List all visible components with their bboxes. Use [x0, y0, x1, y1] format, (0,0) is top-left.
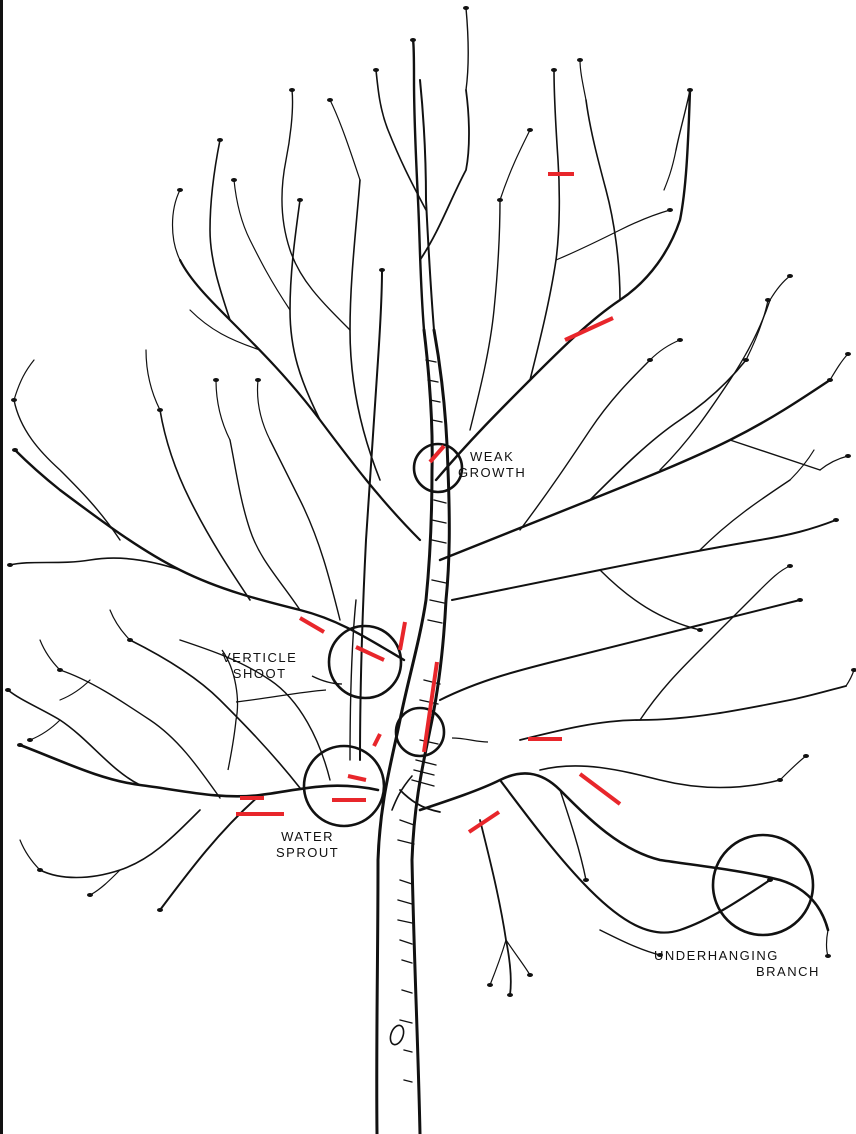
cut-mark	[580, 774, 620, 804]
weak-growth-label-line1: WEAK	[458, 449, 526, 465]
cut-mark	[356, 647, 384, 660]
verticle-shoot-label-line1: VERTICLE	[222, 650, 297, 666]
underhanging-branch-label-line1: UNDERHANGING	[654, 948, 820, 964]
water-sprout-label: WATER SPROUT	[276, 829, 339, 861]
left-edge-strip	[0, 0, 3, 1134]
verticle-shoot-label: VERTICLE SHOOT	[222, 650, 297, 682]
cut-mark	[374, 734, 380, 746]
cut-mark	[300, 618, 324, 632]
water-sprout-label-line2: SPROUT	[276, 845, 339, 861]
cut-mark	[469, 812, 499, 832]
fork-circle	[396, 708, 444, 756]
cut-marks	[236, 174, 620, 832]
cut-mark	[565, 318, 613, 340]
cut-mark	[400, 622, 405, 650]
water-sprout-label-line1: WATER	[276, 829, 339, 845]
underhanging-branch-label: UNDERHANGING BRANCH	[654, 948, 820, 980]
cut-mark	[348, 776, 366, 780]
trunk	[376, 8, 469, 1134]
verticle-shoot-label-line2: SHOOT	[222, 666, 297, 682]
weak-growth-label-line2: GROWTH	[458, 465, 526, 481]
weak-growth-label: WEAK GROWTH	[458, 449, 526, 481]
underhanging-branch-label-line2: BRANCH	[654, 964, 820, 980]
